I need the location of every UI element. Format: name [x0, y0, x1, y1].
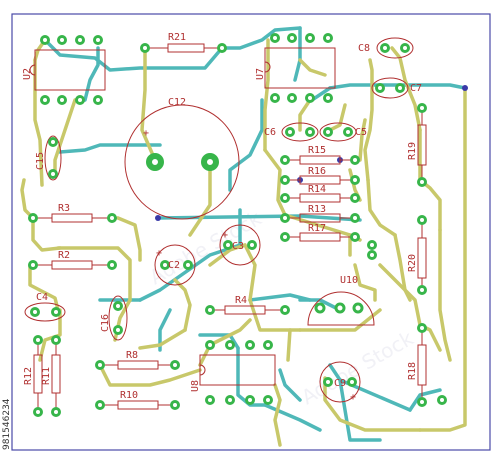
c9-outline [319, 361, 361, 403]
c12-pads [146, 153, 219, 171]
label-r2: R2 [58, 250, 70, 261]
stock-id: 981546234 [2, 398, 12, 450]
label-c6: C6 [264, 127, 276, 138]
c16-outline [108, 295, 128, 341]
c15-outline [44, 135, 62, 181]
label-c12: C12 [168, 97, 186, 108]
r20-body [417, 237, 427, 279]
r15-body [299, 155, 341, 165]
r2-body [51, 260, 93, 270]
label-c8: C8 [358, 43, 370, 54]
label-r17: R17 [308, 223, 326, 234]
label-u10: U10 [340, 275, 358, 286]
c2-outline [154, 244, 196, 286]
label-r8: R8 [126, 350, 138, 361]
label-r15: R15 [308, 145, 326, 156]
svg-text:+: + [156, 248, 162, 259]
label-c5: C5 [355, 127, 367, 138]
bottom-layer-traces [43, 26, 467, 442]
label-r12: R12 [23, 367, 34, 385]
label-c7: C7 [410, 83, 422, 94]
label-u8: U8 [190, 380, 201, 392]
svg-text:Adobe Stock: Adobe Stock [297, 326, 418, 409]
u2-outline [34, 49, 106, 91]
c5-outline [319, 122, 357, 142]
c7-outline [371, 77, 409, 99]
r10-body [117, 400, 159, 410]
r18-body [417, 344, 427, 386]
u8-notch [199, 364, 206, 376]
component-labels: R21 R3 R2 R4 R8 R10 R12 R11 R15 R16 R14 … [22, 32, 422, 401]
label-c9: C9 [334, 378, 346, 389]
u2-notch [29, 64, 36, 76]
label-c2: C2 [168, 260, 180, 271]
label-r19: R19 [407, 142, 418, 160]
r21-body [167, 43, 205, 53]
pads [28, 33, 447, 417]
label-r4: R4 [235, 295, 247, 306]
u10-outline [307, 291, 375, 326]
label-u2: U2 [22, 68, 33, 80]
label-c16: C16 [100, 314, 111, 332]
c3-outline [219, 224, 261, 266]
label-r21: R21 [168, 32, 186, 43]
c6-outline [281, 122, 319, 142]
label-c3: C3 [232, 241, 244, 252]
label-r16: R16 [308, 166, 326, 177]
label-r20: R20 [407, 254, 418, 272]
svg-text:+: + [350, 392, 356, 403]
label-r18: R18 [407, 362, 418, 380]
r4-body [224, 305, 266, 315]
via [155, 215, 161, 221]
label-r14: R14 [308, 184, 326, 195]
label-c4: C4 [36, 292, 48, 303]
label-r13: R13 [308, 204, 326, 215]
svg-text:+: + [143, 128, 149, 139]
c4-outline [24, 302, 66, 322]
label-r3: R3 [58, 203, 70, 214]
u7-outline [264, 47, 336, 89]
r11-body [51, 354, 61, 394]
r17-body [299, 232, 341, 242]
u8-outline [199, 354, 276, 386]
label-r11: R11 [41, 367, 52, 385]
label-c15: C15 [35, 152, 46, 170]
u7-notch [264, 61, 271, 73]
c12-outline [124, 104, 240, 220]
board-frame [11, 13, 491, 451]
via [462, 85, 468, 91]
silkscreen [24, 37, 427, 410]
r14-body [299, 193, 341, 203]
label-r10: R10 [120, 390, 138, 401]
r8-body [117, 360, 159, 370]
c8-outline [376, 37, 414, 59]
polarity-marks: + + + + [143, 128, 356, 403]
r3-body [51, 213, 93, 223]
r16-body [299, 175, 341, 185]
svg-text:+: + [222, 230, 228, 241]
label-u7: U7 [255, 68, 266, 80]
